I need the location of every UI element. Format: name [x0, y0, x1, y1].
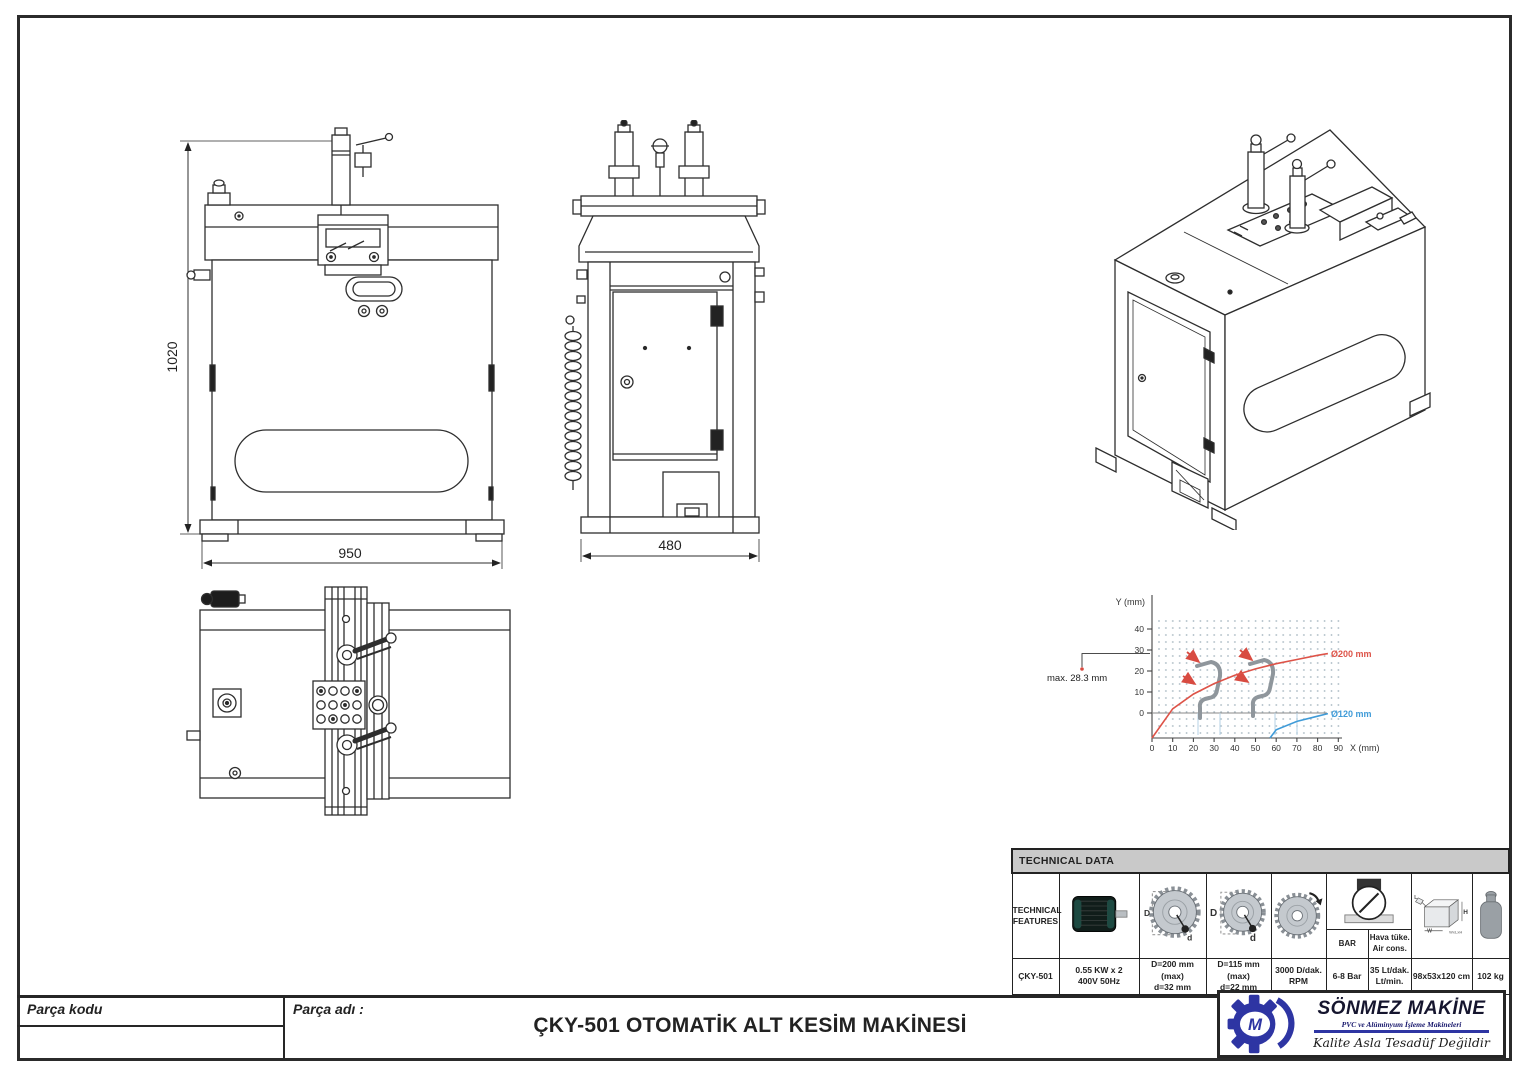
- spring-coil: [564, 315, 582, 490]
- blade-115-value: D=115 mm (max)d=22 mm: [1205, 958, 1272, 995]
- air-subheader: Hava tüke. Air cons.: [1368, 930, 1411, 959]
- svg-text:20: 20: [1135, 666, 1145, 676]
- dimensions-cell: H W L WxLxH: [1410, 872, 1473, 960]
- svg-text:70: 70: [1292, 743, 1302, 753]
- svg-text:L: L: [1414, 896, 1417, 902]
- svg-text:30: 30: [1135, 645, 1145, 655]
- max-annotation: max. 28.3 mm: [1047, 673, 1107, 684]
- weight-icon: [1479, 891, 1502, 940]
- side-width-dim: 480: [658, 537, 682, 553]
- company-subtitle: PVC ve Alüminyum İşleme Makineleri: [1341, 1020, 1462, 1030]
- series-label-d120: Ø120 mm: [1331, 709, 1372, 719]
- features-cell: TECHNICAL FEATURES: [1011, 872, 1062, 960]
- model-cell: ÇKY-501: [1011, 958, 1060, 995]
- svg-text:60: 60: [1271, 743, 1281, 753]
- blade-115-cell: D d: [1205, 872, 1272, 960]
- svg-text:M: M: [1248, 1015, 1263, 1034]
- part-code-cell: Parça kodu: [17, 998, 285, 1027]
- svg-text:0: 0: [1150, 743, 1155, 753]
- machine-dimensions-icon: H W L WxLxH: [1414, 896, 1468, 936]
- cutting-capacity-chart: Y (mm) X (mm) 40 30 20 10 0 0 10 20 30 4…: [1047, 595, 1380, 753]
- air-value: 35 Lt/dak.Lt/min.: [1367, 958, 1412, 995]
- pressure-cell: BAR Hava tüke. Air cons.: [1325, 872, 1412, 960]
- gear-logo-icon: M: [1227, 994, 1295, 1054]
- svg-text:20: 20: [1189, 743, 1199, 753]
- chart-y-tick-labels: 40 30 20 10 0: [1135, 624, 1145, 718]
- part-code-label: Parça kodu: [27, 1001, 103, 1017]
- pressure-gauge-icon: [1343, 878, 1394, 923]
- svg-text:W: W: [1427, 929, 1432, 935]
- svg-text:40: 40: [1135, 624, 1145, 634]
- svg-text:d: d: [1249, 934, 1255, 945]
- part-name-cell: Parça adı : ÇKY-501 OTOMATİK ALT KESİM M…: [283, 998, 1217, 1058]
- front-height-dim: 1020: [164, 341, 180, 372]
- front-width-dim: 950: [338, 545, 362, 561]
- chart-xlabel: X (mm): [1350, 743, 1380, 753]
- svg-text:d: d: [1187, 933, 1192, 943]
- company-slogan: Kalite Asla Tesadüf Değildir: [1313, 1034, 1490, 1050]
- bar-subheader: BAR: [1338, 938, 1356, 948]
- motor-icon: [1072, 896, 1128, 933]
- curve-d200: [1151, 652, 1329, 739]
- profile-silhouette: [1195, 658, 1276, 720]
- title-block-divider: [17, 995, 1217, 998]
- company-logo-block: M SÖNMEZ MAKİNE PVC ve Alüminyum İşleme …: [1217, 990, 1506, 1058]
- blade-200-value: D=200 mm (max)d=32 mm: [1138, 958, 1207, 995]
- chart-x-tick-labels: 0 10 20 30 40 50 60 70 80 90: [1150, 743, 1344, 753]
- saw-blade-icon: D d: [1210, 889, 1266, 945]
- svg-text:80: 80: [1313, 743, 1323, 753]
- weight-value: 102 kg: [1471, 958, 1510, 995]
- saw-blade-icon: D d: [1143, 886, 1201, 943]
- svg-text:0: 0: [1139, 708, 1144, 718]
- chart-ylabel: Y (mm): [1116, 597, 1145, 607]
- svg-text:WxLxH: WxLxH: [1449, 931, 1462, 935]
- svg-text:H: H: [1463, 909, 1468, 916]
- front-view-drawing: 1020 950: [164, 127, 505, 569]
- isometric-view-drawing: [1095, 129, 1431, 530]
- logo-rule: [1314, 1030, 1489, 1033]
- svg-text:90: 90: [1334, 743, 1344, 753]
- svg-text:10: 10: [1168, 743, 1178, 753]
- svg-text:10: 10: [1135, 687, 1145, 697]
- part-name-label: Parça adı :: [293, 1001, 364, 1017]
- top-view-drawing: [186, 586, 511, 816]
- svg-text:40: 40: [1230, 743, 1240, 753]
- rpm-cell: [1270, 872, 1327, 960]
- series-label-d200: Ø200 mm: [1331, 649, 1372, 659]
- side-view-drawing: 480: [564, 120, 766, 562]
- curve-d120: [1269, 712, 1329, 739]
- dimensions-value: 98x53x120 cm: [1410, 958, 1473, 995]
- part-code-value-cell: [17, 1027, 285, 1058]
- saw-rpm-icon: [1273, 892, 1322, 940]
- motor-cell: [1058, 872, 1140, 960]
- technical-data-table: TECHNICAL DATA TECHNICAL FEATURES: [1010, 847, 1511, 995]
- sheet-title: ÇKY-501 OTOMATİK ALT KESİM MAKİNESİ: [533, 1014, 967, 1037]
- svg-text:50: 50: [1251, 743, 1261, 753]
- table-header: TECHNICAL DATA: [1010, 847, 1511, 875]
- rpm-value: 3000 D/dak.RPM: [1270, 958, 1327, 995]
- svg-text:D: D: [1210, 908, 1217, 919]
- bar-value: 6-8 Bar: [1325, 958, 1369, 995]
- company-name: SÖNMEZ MAKİNE: [1317, 998, 1486, 1020]
- weight-cell: [1471, 872, 1510, 960]
- blade-200-cell: D d: [1138, 872, 1207, 960]
- svg-text:30: 30: [1209, 743, 1219, 753]
- svg-text:D: D: [1143, 908, 1149, 918]
